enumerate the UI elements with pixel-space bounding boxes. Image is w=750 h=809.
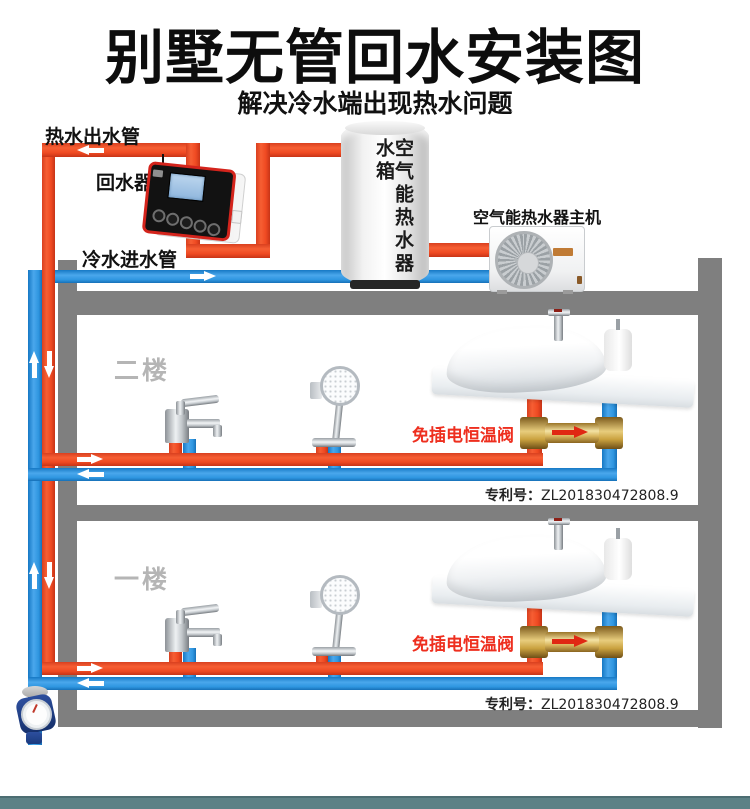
- page-subtitle: 解决冷水端出现热水问题: [237, 89, 513, 118]
- hand-shower-figure: [308, 575, 360, 657]
- hot-riser-pipe: [42, 143, 55, 675]
- soap-bottle: [604, 538, 632, 580]
- heat-pump-unit-figure: [489, 226, 585, 296]
- footer-bar: [0, 796, 750, 809]
- flow-arrow-left-icon: [77, 469, 104, 480]
- flow-arrow-right-icon: [77, 454, 104, 465]
- left-wall: [58, 260, 77, 727]
- hand-shower-figure: [308, 366, 360, 448]
- basin-faucet-figure: [163, 603, 229, 652]
- right-wall: [698, 258, 722, 728]
- patent-number: 专利号：ZL201830472808.9: [485, 488, 679, 504]
- device-logo: [152, 169, 164, 178]
- hot-outlet-pipe-right: [256, 143, 345, 157]
- flow-arrow-left-icon: [77, 678, 104, 689]
- return-loop-bottom-pipe: [186, 244, 270, 258]
- valve-label: 免插电恒温阀: [412, 426, 514, 446]
- bottom-slab: [58, 710, 722, 727]
- tank-label: 空气能热水器水箱: [373, 138, 414, 276]
- thermostatic-valve-figure: [518, 415, 628, 453]
- device-lcd-screen: [167, 172, 206, 202]
- patent-number: 专利号：ZL201830472808.9: [485, 697, 679, 713]
- sink-faucet: [554, 524, 563, 550]
- flow-arrow-down-icon: [44, 351, 55, 378]
- tank-to-unit-hot-pipe: [425, 243, 496, 257]
- shower-head-icon: [320, 366, 360, 406]
- flow-arrow-up-icon: [29, 351, 40, 378]
- vessel-sink-figure: [430, 307, 702, 419]
- cold-in-pipe-label: 冷水进水管: [82, 249, 178, 271]
- flow-arrow-right-icon: [77, 663, 104, 674]
- flow-arrow-right-icon: [190, 271, 217, 282]
- flow-arrow-down-icon: [44, 562, 55, 589]
- floor1-label: 一楼: [114, 565, 171, 594]
- thermostatic-valve-figure: [518, 624, 628, 662]
- hot-flow-arrow-icon: [552, 426, 590, 440]
- floor1-section: 一楼: [0, 518, 750, 714]
- shower-head-icon: [320, 575, 360, 615]
- soap-bottle: [604, 329, 632, 371]
- floor-hot-main: [42, 662, 543, 675]
- flow-arrow-left-icon: [77, 145, 104, 156]
- water-tank-figure: 空气能热水器水箱: [341, 121, 429, 292]
- return-device-figure: [141, 160, 248, 245]
- fan-icon: [495, 231, 553, 289]
- water-meter-figure: [12, 686, 60, 746]
- basin-faucet-figure: [163, 394, 229, 443]
- sink-faucet: [554, 315, 563, 341]
- floor-cold-main: [28, 468, 617, 481]
- return-loop-up-pipe: [256, 143, 270, 258]
- floor2-label: 二楼: [114, 356, 171, 385]
- roof-slab: [58, 291, 722, 315]
- vessel-sink-figure: [430, 516, 702, 628]
- floor-hot-main: [42, 453, 543, 466]
- page-title: 别墅无管回水安装图: [104, 23, 645, 92]
- heat-pump-unit-label: 空气能热水器主机: [473, 208, 602, 227]
- mid-floor-slab: [77, 505, 698, 521]
- floor-cold-main: [28, 677, 617, 690]
- flow-arrow-up-icon: [29, 562, 40, 589]
- valve-label: 免插电恒温阀: [412, 635, 514, 655]
- floor2-section: 二楼: [0, 309, 750, 505]
- hot-flow-arrow-icon: [552, 635, 590, 649]
- return-device-label: 回水器: [96, 172, 154, 194]
- brand-sticker: [553, 248, 573, 256]
- cold-riser-pipe: [28, 270, 42, 745]
- hot-out-pipe-label: 热水出水管: [45, 126, 141, 148]
